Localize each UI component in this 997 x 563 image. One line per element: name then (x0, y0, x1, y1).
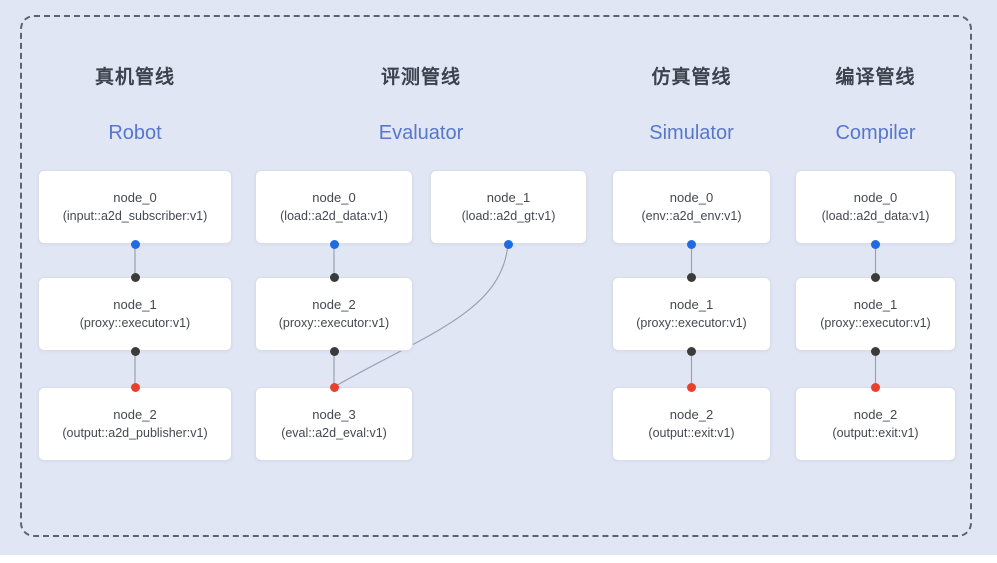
output-port-dot (130, 239, 140, 249)
node-subtitle: (proxy::executor:v1) (636, 316, 747, 330)
node-subtitle: (output::exit:v1) (648, 426, 735, 440)
input-port-dot (687, 382, 696, 392)
output-port-dot (329, 346, 339, 356)
output-port-dot (871, 346, 880, 356)
node-title: node_0 (312, 190, 356, 205)
node-box-evaluator-node0: node_0 (load::a2d_data:v1) (255, 170, 413, 244)
pipeline-robot-title-zh: 真机管线 (94, 67, 175, 88)
connector-curve (333, 243, 509, 388)
node-title: node_2 (312, 297, 356, 312)
output-port-dot (687, 346, 696, 356)
dashed-border-frame (20, 15, 972, 537)
node-subtitle: (load::a2d_gt:v1) (461, 209, 556, 223)
node-subtitle: (env::a2d_env:v1) (641, 209, 742, 223)
node-title: node_2 (669, 407, 714, 422)
pipeline-compiler-title-en: Compiler (835, 122, 916, 144)
node-box-evaluator-node2: node_2 (proxy::executor:v1) (255, 277, 413, 351)
node-box-robot-node1: node_1 (proxy::executor:v1) (38, 277, 232, 351)
pipeline-evaluator-title-zh: 评测管线 (380, 67, 461, 88)
input-port-dot (130, 272, 140, 282)
node-box-compiler-node2: node_2 (output::exit:v1) (795, 387, 956, 461)
node-subtitle: (load::a2d_data:v1) (280, 209, 388, 223)
node-subtitle: (eval::a2d_eval:v1) (281, 426, 387, 440)
node-box-simulator-node2: node_2 (output::exit:v1) (612, 387, 771, 461)
pipeline-simulator-title-zh: 仿真管线 (651, 67, 732, 88)
node-box-compiler-node1: node_1 (proxy::executor:v1) (795, 277, 956, 351)
node-title: node_1 (669, 297, 714, 312)
output-port-dot (329, 239, 339, 249)
pipeline-evaluator-title-en: Evaluator (378, 122, 464, 144)
output-port-dot (687, 239, 696, 249)
node-title: node_0 (113, 190, 157, 205)
input-port-dot (687, 272, 696, 282)
node-subtitle: (proxy::executor:v1) (820, 316, 931, 330)
node-box-simulator-node1: node_1 (proxy::executor:v1) (612, 277, 771, 351)
node-title: node_2 (113, 407, 157, 422)
node-title: node_0 (669, 190, 714, 205)
node-title: node_1 (113, 297, 157, 312)
node-box-evaluator-node1: node_1 (load::a2d_gt:v1) (430, 170, 587, 244)
pipeline-compiler-title-zh: 编译管线 (835, 67, 916, 88)
input-port-dot (130, 382, 140, 392)
node-title: node_2 (853, 407, 898, 422)
node-box-robot-node2: node_2 (output::a2d_publisher:v1) (38, 387, 232, 461)
output-port-dot (871, 239, 880, 249)
node-subtitle: (output::exit:v1) (832, 426, 919, 440)
input-port-dot (329, 382, 339, 392)
page-background-strip (0, 555, 997, 563)
node-subtitle: (proxy::executor:v1) (79, 316, 191, 330)
node-subtitle: (proxy::executor:v1) (278, 316, 390, 330)
node-box-compiler-node0: node_0 (load::a2d_data:v1) (795, 170, 956, 244)
node-subtitle: (input::a2d_subscriber:v1) (62, 209, 208, 223)
pipeline-robot-title-en: Robot (108, 122, 162, 144)
node-box-simulator-node0: node_0 (env::a2d_env:v1) (612, 170, 771, 244)
node-subtitle: (output::a2d_publisher:v1) (62, 426, 208, 440)
input-port-dot (871, 382, 880, 392)
node-title: node_0 (853, 190, 898, 205)
output-port-dot (503, 239, 513, 249)
input-port-dot (329, 272, 339, 282)
input-port-dot (871, 272, 880, 282)
node-title: node_1 (853, 297, 898, 312)
node-box-robot-node0: node_0 (input::a2d_subscriber:v1) (38, 170, 232, 244)
output-port-dot (130, 346, 140, 356)
node-subtitle: (load::a2d_data:v1) (821, 209, 930, 223)
pipeline-simulator-title-en: Simulator (649, 122, 734, 144)
node-title: node_1 (486, 190, 531, 205)
node-box-evaluator-node3: node_3 (eval::a2d_eval:v1) (255, 387, 413, 461)
node-title: node_3 (312, 407, 356, 422)
